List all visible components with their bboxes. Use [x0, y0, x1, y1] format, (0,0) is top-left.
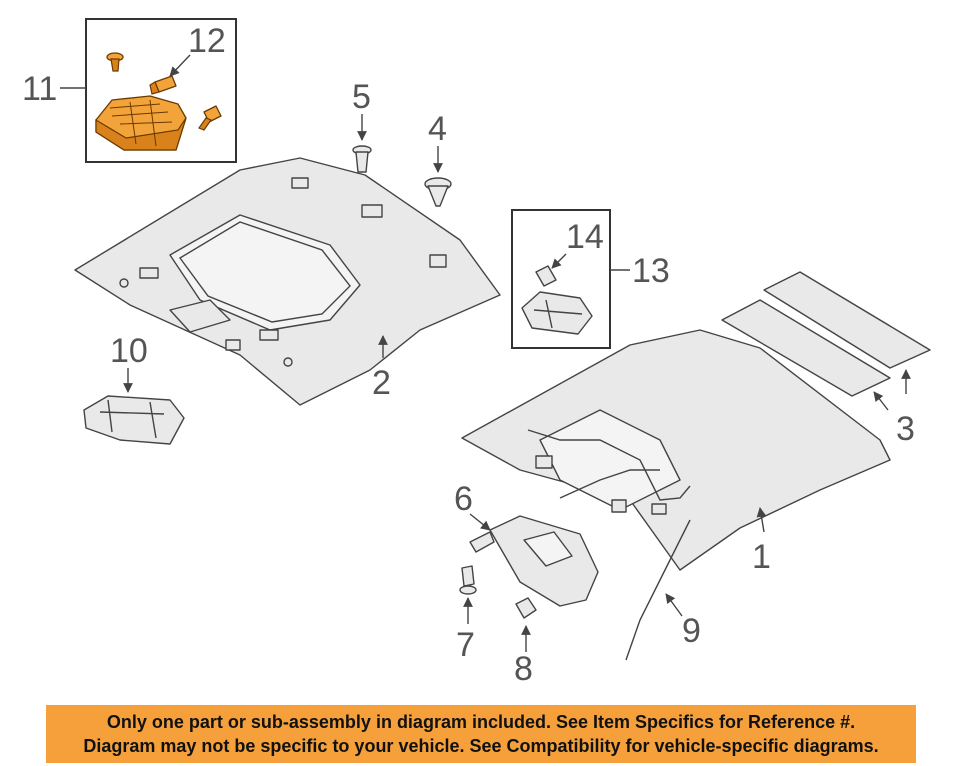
disclaimer-banner: Only one part or sub-assembly in diagram…: [46, 705, 916, 763]
lamp-bolt-icon: [198, 105, 222, 131]
visor-holder-icon: [515, 597, 537, 619]
disclaimer-line-2: Diagram may not be specific to your vehi…: [83, 736, 879, 756]
callout-10: 10: [110, 332, 148, 370]
callout-12: 12: [188, 22, 226, 60]
bulb-icon: [535, 265, 557, 287]
vanity-lamp-icon: [521, 291, 593, 335]
callout-7: 7: [456, 626, 475, 664]
lamp-screw-icon: [106, 52, 124, 72]
callout-9: 9: [682, 612, 701, 650]
headliner-upper: [74, 157, 501, 406]
sun-visor-icon: [469, 515, 599, 607]
disclaimer-line-1: Only one part or sub-assembly in diagram…: [106, 712, 856, 732]
callout-8: 8: [514, 650, 533, 688]
dome-lamp-housing-icon: [95, 95, 187, 151]
bolt-icon: [352, 145, 372, 173]
callout-4: 4: [428, 110, 447, 148]
map-lamp-icon: [83, 395, 185, 445]
lamp-box-13: [511, 209, 630, 349]
callout-6: 6: [454, 480, 473, 518]
callout-2: 2: [372, 364, 391, 402]
callout-1: 1: [752, 538, 771, 576]
callout-3: 3: [896, 410, 915, 448]
parts-diagram: 11 12 5 4 14 13 2 10 3 6 1 9 7 8: [22, 18, 931, 688]
bulb-clip-icon: [149, 75, 177, 95]
retainer-clip-icon: [424, 177, 452, 207]
sound-insulator-strips: [721, 271, 931, 397]
callout-5: 5: [352, 78, 371, 116]
headliner-lower: [461, 329, 891, 661]
callout-13: 13: [632, 252, 670, 290]
callout-11: 11: [22, 70, 57, 108]
dome-lamp-assembly-box: [60, 18, 237, 163]
callout-14: 14: [566, 218, 604, 256]
visor-screw-icon: [459, 565, 477, 595]
